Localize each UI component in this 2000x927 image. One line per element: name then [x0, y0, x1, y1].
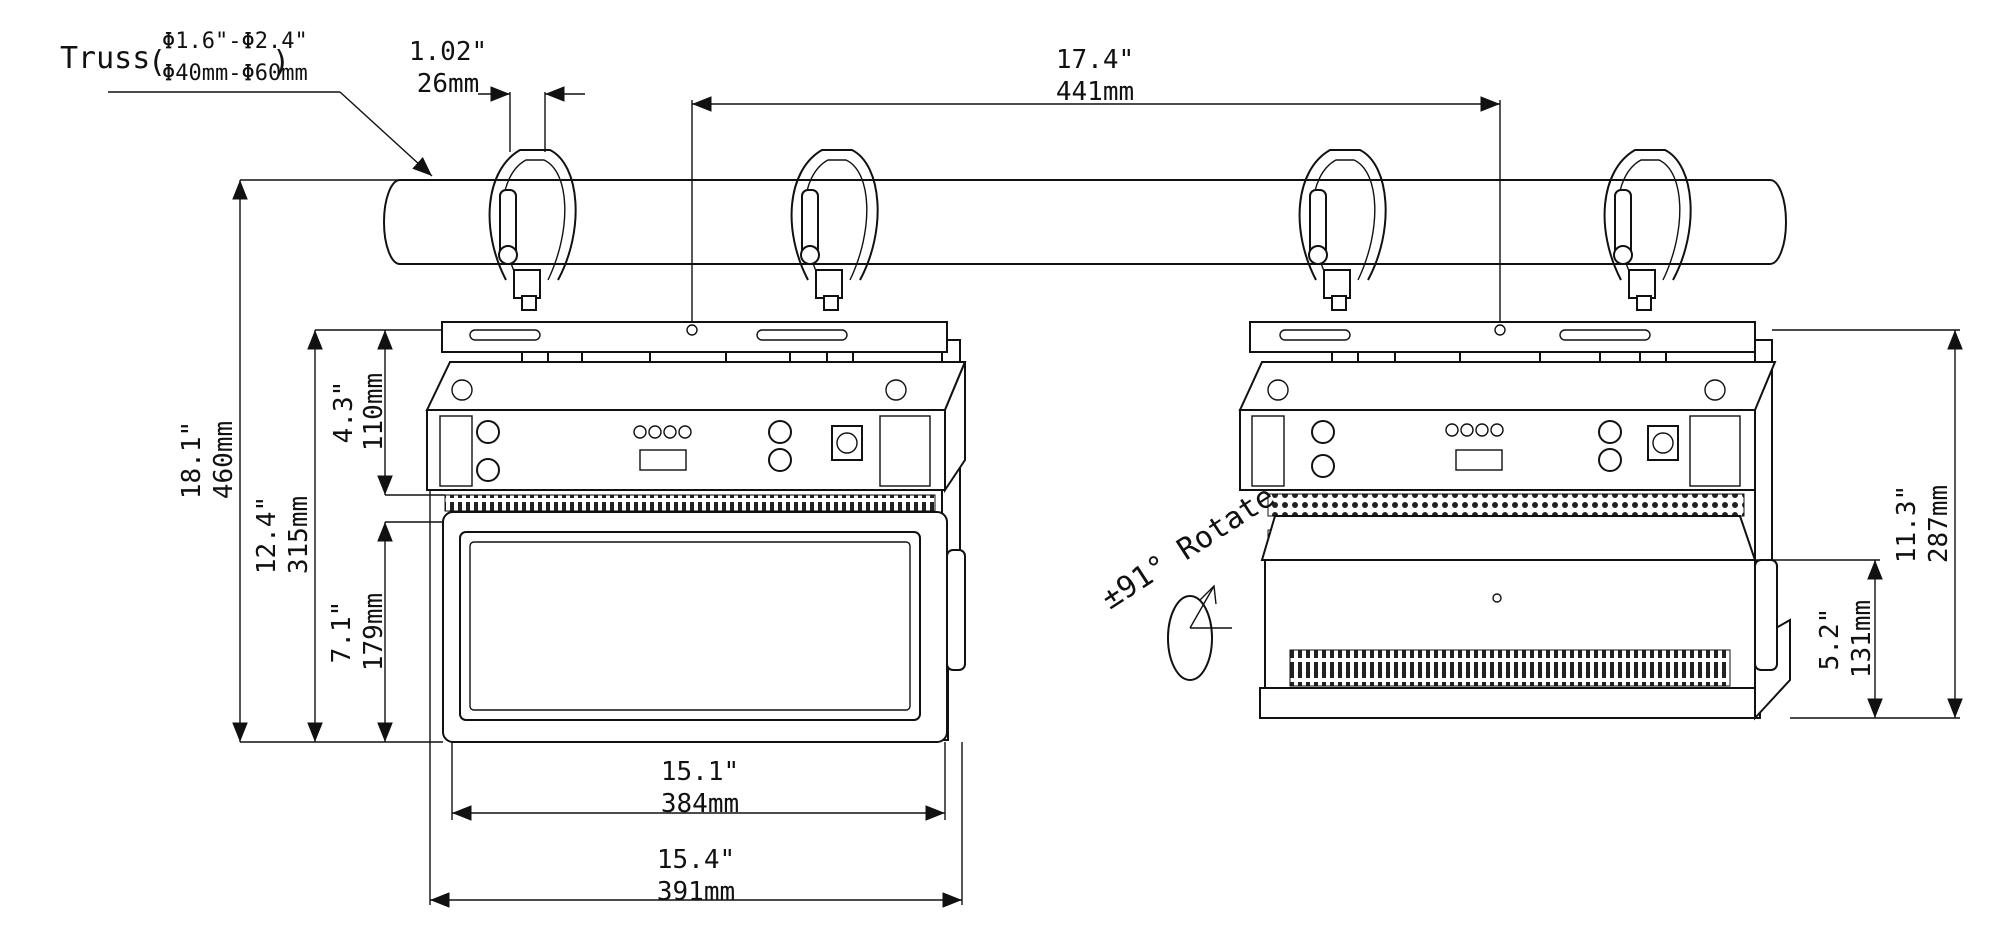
- rotation-symbol: [1167, 584, 1232, 681]
- body-height-in: 12.4": [252, 496, 282, 574]
- dimension-lines: [108, 86, 1963, 908]
- total-width-in: 15.4": [657, 845, 735, 875]
- clamp-span-in: 17.4": [1056, 45, 1134, 75]
- truss-diameter-mm: Φ40mm-Φ60mm: [162, 61, 308, 86]
- side-head-height-in: 5.2": [1815, 608, 1845, 671]
- total-height-mm: 460mm: [209, 421, 239, 499]
- truss-pipe: [383, 179, 1787, 265]
- bracket-height-in: 4.3": [329, 381, 359, 444]
- total-width-mm: 391mm: [657, 877, 735, 907]
- head-width-in: 15.1": [661, 757, 739, 787]
- truss-diameter-in: Φ1.6"-Φ2.4": [162, 29, 308, 54]
- truss-label: Truss: [60, 41, 150, 76]
- side-head-height-mm: 131mm: [1847, 600, 1877, 678]
- head-width-mm: 384mm: [661, 789, 739, 819]
- clamp-width-in: 1.02": [409, 37, 487, 67]
- bracket-height-mm: 110mm: [359, 373, 389, 451]
- head-height-in: 7.1": [327, 601, 357, 664]
- side-height-in: 11.3": [1892, 485, 1922, 563]
- truss-paren-open: (: [148, 45, 166, 80]
- body-height-mm: 315mm: [284, 496, 314, 574]
- side-height-mm: 287mm: [1924, 485, 1954, 563]
- truss-paren-close: ): [272, 45, 290, 80]
- clamp-width-mm: 26mm: [417, 69, 480, 99]
- front-view-fixture: [425, 149, 967, 743]
- total-height-in: 18.1": [177, 421, 207, 499]
- clamp-span-mm: 441mm: [1056, 77, 1134, 107]
- side-view-fixture: [1238, 149, 1791, 721]
- head-height-mm: 179mm: [359, 593, 389, 671]
